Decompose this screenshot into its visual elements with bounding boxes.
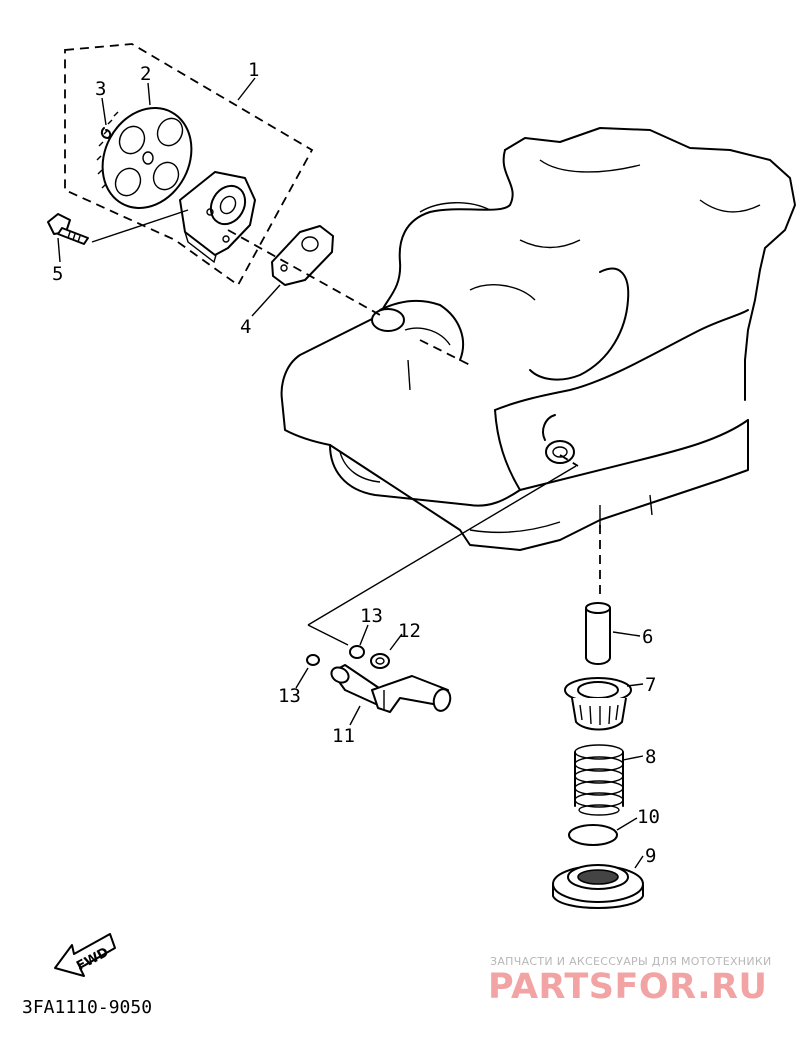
callout-1: 1 bbox=[248, 59, 259, 81]
o-ring-13-lower bbox=[306, 654, 320, 666]
o-ring-13-upper bbox=[349, 645, 365, 659]
watermark-tagline: ЗАПЧАСТИ И АКСЕССУАРЫ ДЛЯ МОТОТЕХНИКИ bbox=[490, 955, 772, 968]
callout-13-upper: 13 bbox=[360, 605, 383, 627]
callout-2: 2 bbox=[140, 63, 151, 85]
callout-3: 3 bbox=[95, 78, 106, 100]
callout-7: 7 bbox=[645, 674, 656, 696]
collar bbox=[585, 602, 611, 665]
watermark-logo: PARTSFOR.RU bbox=[488, 967, 767, 1007]
o-ring-10 bbox=[568, 824, 618, 846]
diagram-code: 3FA1110-9050 bbox=[22, 997, 152, 1018]
circlip bbox=[100, 127, 112, 139]
pipe-connection-line bbox=[307, 465, 577, 626]
oil-pump-gear bbox=[96, 107, 193, 209]
strainer bbox=[564, 677, 632, 731]
callout-13-lower: 13 bbox=[278, 685, 301, 707]
callout-12: 12 bbox=[398, 620, 421, 642]
callout-4: 4 bbox=[240, 316, 251, 338]
leader-lines bbox=[57, 77, 644, 869]
oil-delivery-pipe bbox=[330, 664, 452, 713]
pipe-connection-line-2 bbox=[307, 624, 349, 646]
callout-9: 9 bbox=[645, 845, 656, 867]
o-ring-12 bbox=[370, 653, 390, 669]
callout-8: 8 bbox=[645, 746, 656, 768]
oil-pump-body bbox=[179, 171, 256, 264]
callout-11: 11 bbox=[332, 725, 355, 747]
callout-10: 10 bbox=[637, 806, 660, 828]
callout-5: 5 bbox=[52, 263, 63, 285]
crankcase-outline bbox=[280, 127, 796, 600]
bolt bbox=[47, 213, 89, 245]
spring bbox=[574, 744, 624, 816]
drain-cap bbox=[552, 864, 644, 909]
assembly-group-box bbox=[64, 43, 314, 287]
fwd-arrow-icon: FWD bbox=[54, 933, 116, 977]
gasket bbox=[271, 225, 334, 286]
bolt-center-line bbox=[91, 209, 189, 243]
callout-6: 6 bbox=[642, 626, 653, 648]
